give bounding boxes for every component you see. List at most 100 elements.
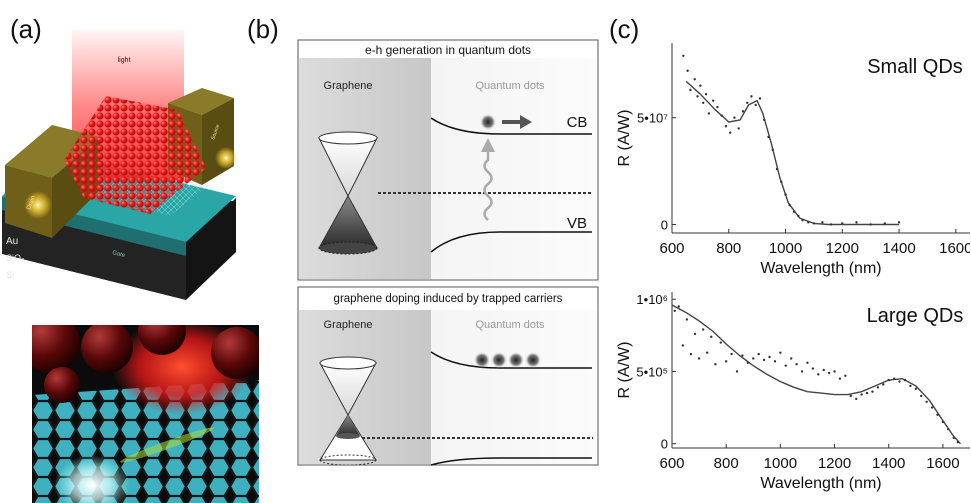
data-point: [833, 370, 836, 373]
data-point: [784, 193, 787, 196]
series-annotation: Small QDs: [867, 56, 963, 78]
data-point: [936, 413, 939, 416]
qd-sphere-1: [32, 325, 80, 373]
vb-label: VB: [567, 215, 587, 232]
small-qd-responsivity-chart: 600800100012001400160005•10⁷1•10⁸Wavelen…: [616, 43, 970, 277]
data-point: [860, 393, 863, 396]
panel-c-letter: (c): [609, 14, 640, 44]
au-label: Au: [6, 236, 18, 247]
data-point: [762, 358, 766, 362]
top-cb-line: [430, 117, 592, 135]
source-electrode-top: [168, 88, 234, 115]
data-point: [903, 378, 907, 382]
data-point: [855, 397, 858, 401]
data-point: [909, 384, 912, 388]
data-point: [685, 318, 689, 321]
x-tick-label: 1000: [764, 455, 797, 472]
top-cone-base: [318, 241, 378, 255]
y-axis-label: R (A/W): [616, 110, 633, 167]
data-point: [779, 351, 782, 354]
bottom-cone-base: [319, 454, 377, 466]
trapped-carrier-4: [525, 352, 541, 368]
bottom-cb-line: [430, 351, 592, 369]
drain-label: Drain: [26, 195, 37, 211]
top-band-diagram: e-h generation in quantum dots Graphene …: [297, 39, 599, 281]
bright-spot: [54, 455, 130, 503]
drain-electrode-top: [5, 125, 100, 178]
data-point: [822, 368, 825, 372]
data-point: [714, 363, 717, 366]
x-tick-label: 1400: [872, 455, 905, 472]
data-point: [849, 394, 852, 398]
y-tick-label: 1•10⁶: [636, 292, 668, 307]
x-tick-label: 1600: [939, 240, 970, 257]
data-point: [719, 341, 722, 344]
fit-curve: [685, 80, 899, 226]
data-point: [844, 374, 847, 377]
data-point: [696, 95, 699, 98]
data-point: [807, 221, 810, 224]
data-point: [730, 352, 733, 356]
data-point: [689, 352, 693, 356]
data-point: [724, 360, 728, 363]
data-point: [763, 118, 766, 122]
photon-arrowhead: [481, 138, 495, 152]
data-point: [780, 180, 783, 183]
data-point: [897, 221, 901, 224]
data-point: [707, 112, 711, 115]
data-point: [767, 135, 770, 139]
data-point: [699, 84, 702, 87]
data-point: [930, 406, 934, 409]
bottom-qd-label: Quantum dots: [475, 319, 545, 331]
bottom-band-diagram: graphene doping induced by trapped carri…: [297, 286, 599, 466]
data-point: [724, 125, 728, 128]
y-tick-label: 5•10⁵: [636, 364, 668, 379]
bottom-cone-filled-rim: [336, 433, 360, 439]
data-point: [682, 54, 685, 58]
cb-label: CB: [567, 114, 588, 131]
sio2-label: SiO₂: [6, 253, 25, 263]
data-point: [882, 383, 885, 386]
graphene-closeup-illustration: [32, 325, 259, 503]
data-point: [728, 131, 732, 134]
quantum-dot-layer: [64, 96, 206, 214]
top-qd-label: Quantum dots: [475, 80, 545, 92]
panel-a-letter: (a): [10, 14, 42, 44]
data-point: [757, 352, 760, 356]
data-point: [947, 428, 950, 431]
data-point: [784, 364, 787, 367]
data-point: [750, 95, 753, 98]
photon-excitation-arrow: [483, 148, 493, 221]
data-point: [706, 351, 709, 354]
x-axis-label: Wavelength (nm): [760, 260, 881, 277]
device-illustration: light Drain Source Gate Au SiO₂ Si: [2, 30, 237, 300]
data-point: [752, 357, 755, 360]
qd-sphere-3: [138, 325, 186, 355]
trapped-carrier-2: [491, 352, 507, 368]
data-point: [795, 363, 798, 366]
x-tick-label: 1400: [882, 240, 915, 257]
data-point: [821, 221, 824, 224]
source-glow: [215, 147, 237, 169]
data-point: [788, 204, 791, 207]
x-tick-label: 1600: [926, 455, 959, 472]
data-point: [876, 386, 880, 389]
fit-curve: [671, 304, 962, 445]
data-point: [673, 309, 676, 312]
data-point: [811, 367, 815, 370]
data-point: [773, 360, 777, 363]
data-point: [735, 370, 739, 373]
data-point: [792, 210, 796, 213]
top-graphene-label: Graphene: [324, 80, 373, 92]
data-point: [801, 218, 804, 222]
data-point: [716, 105, 719, 109]
data-point: [710, 335, 713, 338]
data-point: [920, 394, 923, 398]
x-tick-label: 800: [716, 240, 741, 257]
data-point: [827, 371, 831, 375]
data-point: [689, 88, 692, 92]
data-point: [941, 420, 945, 424]
data-point: [754, 103, 757, 107]
data-point: [865, 391, 869, 395]
